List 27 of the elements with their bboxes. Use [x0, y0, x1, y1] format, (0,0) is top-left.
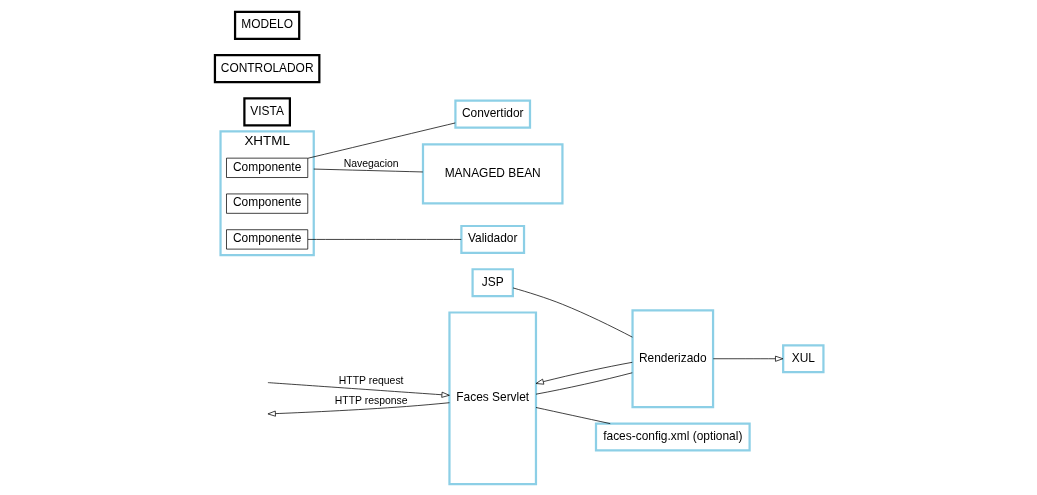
arrow: [267, 381, 450, 398]
connector: [307, 238, 462, 240]
node-box: Convertidor: [453, 99, 531, 129]
node-box: MODELO: [233, 10, 300, 40]
node-box: Componente: [225, 228, 308, 249]
connector: [535, 406, 611, 424]
node-box: XUL: [781, 343, 825, 373]
arrow: [712, 355, 783, 362]
node-box: Validador: [459, 224, 525, 254]
connector: [535, 371, 633, 395]
node-box: MANAGED BEAN: [421, 142, 564, 204]
edge-label: HTTP request: [338, 374, 404, 386]
arrow: [535, 361, 633, 385]
node-box: Componente: [225, 193, 308, 214]
node-box: Componente: [225, 157, 308, 178]
node-box: VISTA: [242, 96, 291, 126]
connector: [307, 122, 456, 159]
node-box: JSP: [470, 267, 514, 297]
arrow: [267, 401, 450, 417]
connector: [312, 168, 423, 172]
edge-label: HTTP response: [334, 394, 408, 406]
node-box: Renderizado: [630, 308, 714, 408]
node-box: faces-config.xml (optional): [594, 422, 751, 452]
edge-label: Navegacion: [343, 157, 399, 169]
connector: [512, 287, 633, 338]
node-box: Faces Servlet: [447, 310, 537, 485]
node-box: CONTROLADOR: [213, 53, 320, 83]
